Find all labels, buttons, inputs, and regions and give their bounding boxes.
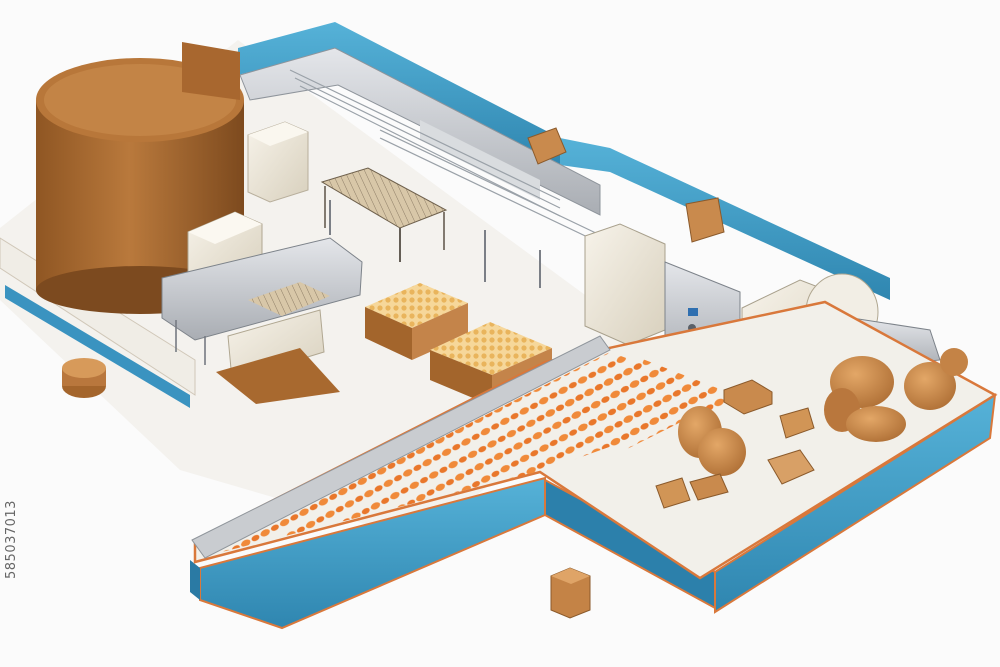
cake-blocks	[527, 127, 815, 509]
stock-image-id: 585037013	[4, 500, 19, 580]
bread-loaves	[678, 348, 968, 476]
floor-cake-block	[550, 567, 591, 619]
upper-conveyor-line	[182, 22, 890, 300]
floor-cake-round	[62, 358, 106, 398]
ingredient-tray-1	[365, 283, 468, 360]
production-platform	[190, 300, 998, 630]
dough-mixer-machine	[161, 211, 363, 404]
cooling-rack	[320, 167, 448, 262]
packing-machine	[247, 121, 309, 203]
